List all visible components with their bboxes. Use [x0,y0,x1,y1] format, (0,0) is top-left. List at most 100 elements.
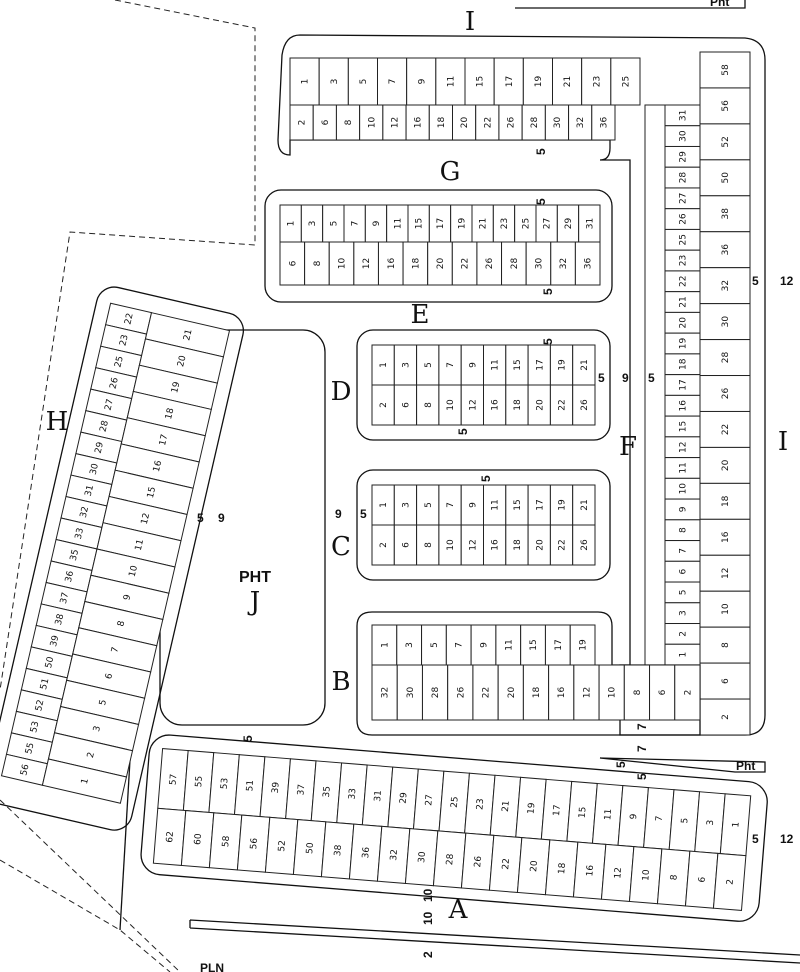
lot[interactable] [573,664,600,721]
lot-number: 8 [116,620,127,628]
lot-number: 17 [505,76,515,87]
lot[interactable] [649,664,676,721]
lot[interactable] [522,664,550,721]
lot[interactable] [353,241,379,286]
lot-number: 10 [679,483,689,495]
lot[interactable] [451,241,478,286]
lot[interactable] [328,241,355,286]
lot[interactable] [548,664,575,721]
road-width-mark: 7 [635,745,649,752]
lot-number: 16 [491,399,501,411]
lot-number: 32 [79,506,91,519]
lot-number: 16 [152,459,164,473]
lot-number: 18 [721,495,731,507]
lot[interactable] [699,590,751,628]
lot-number: 8 [721,642,731,648]
lot[interactable] [435,57,466,106]
lot-number: 17 [535,359,545,370]
lot-number: 18 [513,399,523,411]
lot-number: 12 [468,539,478,550]
road-width-mark: 5 [648,371,655,385]
lot-number: 56 [721,100,731,112]
lot[interactable] [572,384,596,426]
lot[interactable] [699,410,751,448]
lot-number: 33 [348,788,359,800]
lot-number: 32 [576,117,586,128]
lot-number: 22 [558,539,568,550]
lot[interactable] [699,375,751,412]
lot-number: 10 [608,687,618,699]
lot[interactable] [699,518,751,556]
lot[interactable] [572,524,596,566]
lot-number: 22 [501,858,512,870]
lot[interactable] [371,664,398,721]
lot-number: 10 [446,399,456,411]
lot[interactable] [569,624,596,666]
lot[interactable] [712,852,747,912]
lot-number: 3 [706,819,716,826]
lot[interactable] [447,664,474,721]
lot-number: 7 [655,815,665,822]
lot-number: 50 [305,842,316,854]
lot-number: 9 [417,78,427,84]
lot[interactable] [699,339,751,377]
lot-number: 20 [679,317,689,329]
lot-number: 27 [543,218,553,229]
lot[interactable] [470,624,497,666]
lot-number: 10 [128,564,140,578]
lot[interactable] [371,624,398,666]
lot[interactable] [550,241,576,286]
lot[interactable] [699,267,751,305]
road-width-mark: 5 [241,735,255,742]
lot[interactable] [522,57,553,106]
lot-number: 57 [169,773,180,785]
lot[interactable] [377,241,404,286]
lot[interactable] [674,664,701,721]
lot-number: 2 [679,631,689,637]
road-width-mark: 5 [534,198,548,205]
lot[interactable] [406,57,437,106]
lot[interactable] [495,624,522,666]
lot-number: 51 [245,780,256,792]
lot-number: 33 [74,527,86,540]
lot[interactable] [610,57,641,106]
lot-number: 6 [721,678,731,684]
lot[interactable] [591,104,616,141]
lot[interactable] [476,241,503,286]
lot-number: 21 [679,296,689,307]
lot-number: 37 [296,784,307,796]
lot-number: 18 [679,358,689,370]
lot-number: 53 [220,778,231,790]
lot[interactable] [41,758,128,804]
lot-number: 8 [679,527,689,533]
lot[interactable] [427,241,453,286]
lot-number: 28 [510,258,520,270]
lot-number: 9 [679,506,689,512]
lot[interactable] [699,231,751,269]
lot-number: 26 [580,399,590,411]
lot[interactable] [421,664,449,721]
road-width-mark: 5 [614,761,628,768]
lot[interactable] [699,626,751,664]
lot[interactable] [464,57,495,106]
lot-number: 12 [140,512,152,525]
lot[interactable] [421,624,447,666]
road-width-mark: 10 [421,911,435,925]
lot[interactable] [574,241,601,286]
lot-number: 19 [170,381,182,395]
lot-number: 5 [98,699,109,707]
lot-number: 10 [641,869,652,881]
lot[interactable] [402,241,429,286]
lot-number: 7 [388,79,398,85]
lot-number: 26 [507,117,517,129]
road-width-mark: 10 [421,888,435,902]
lot-number: 6 [679,569,689,575]
lot-number: 39 [271,781,282,793]
lot[interactable] [699,554,751,592]
road-width-mark: 9 [622,371,629,385]
lot-number: 1 [301,79,311,85]
lot[interactable] [347,57,379,106]
lot[interactable] [581,57,612,106]
lot[interactable] [318,57,349,106]
lot[interactable] [472,664,499,721]
